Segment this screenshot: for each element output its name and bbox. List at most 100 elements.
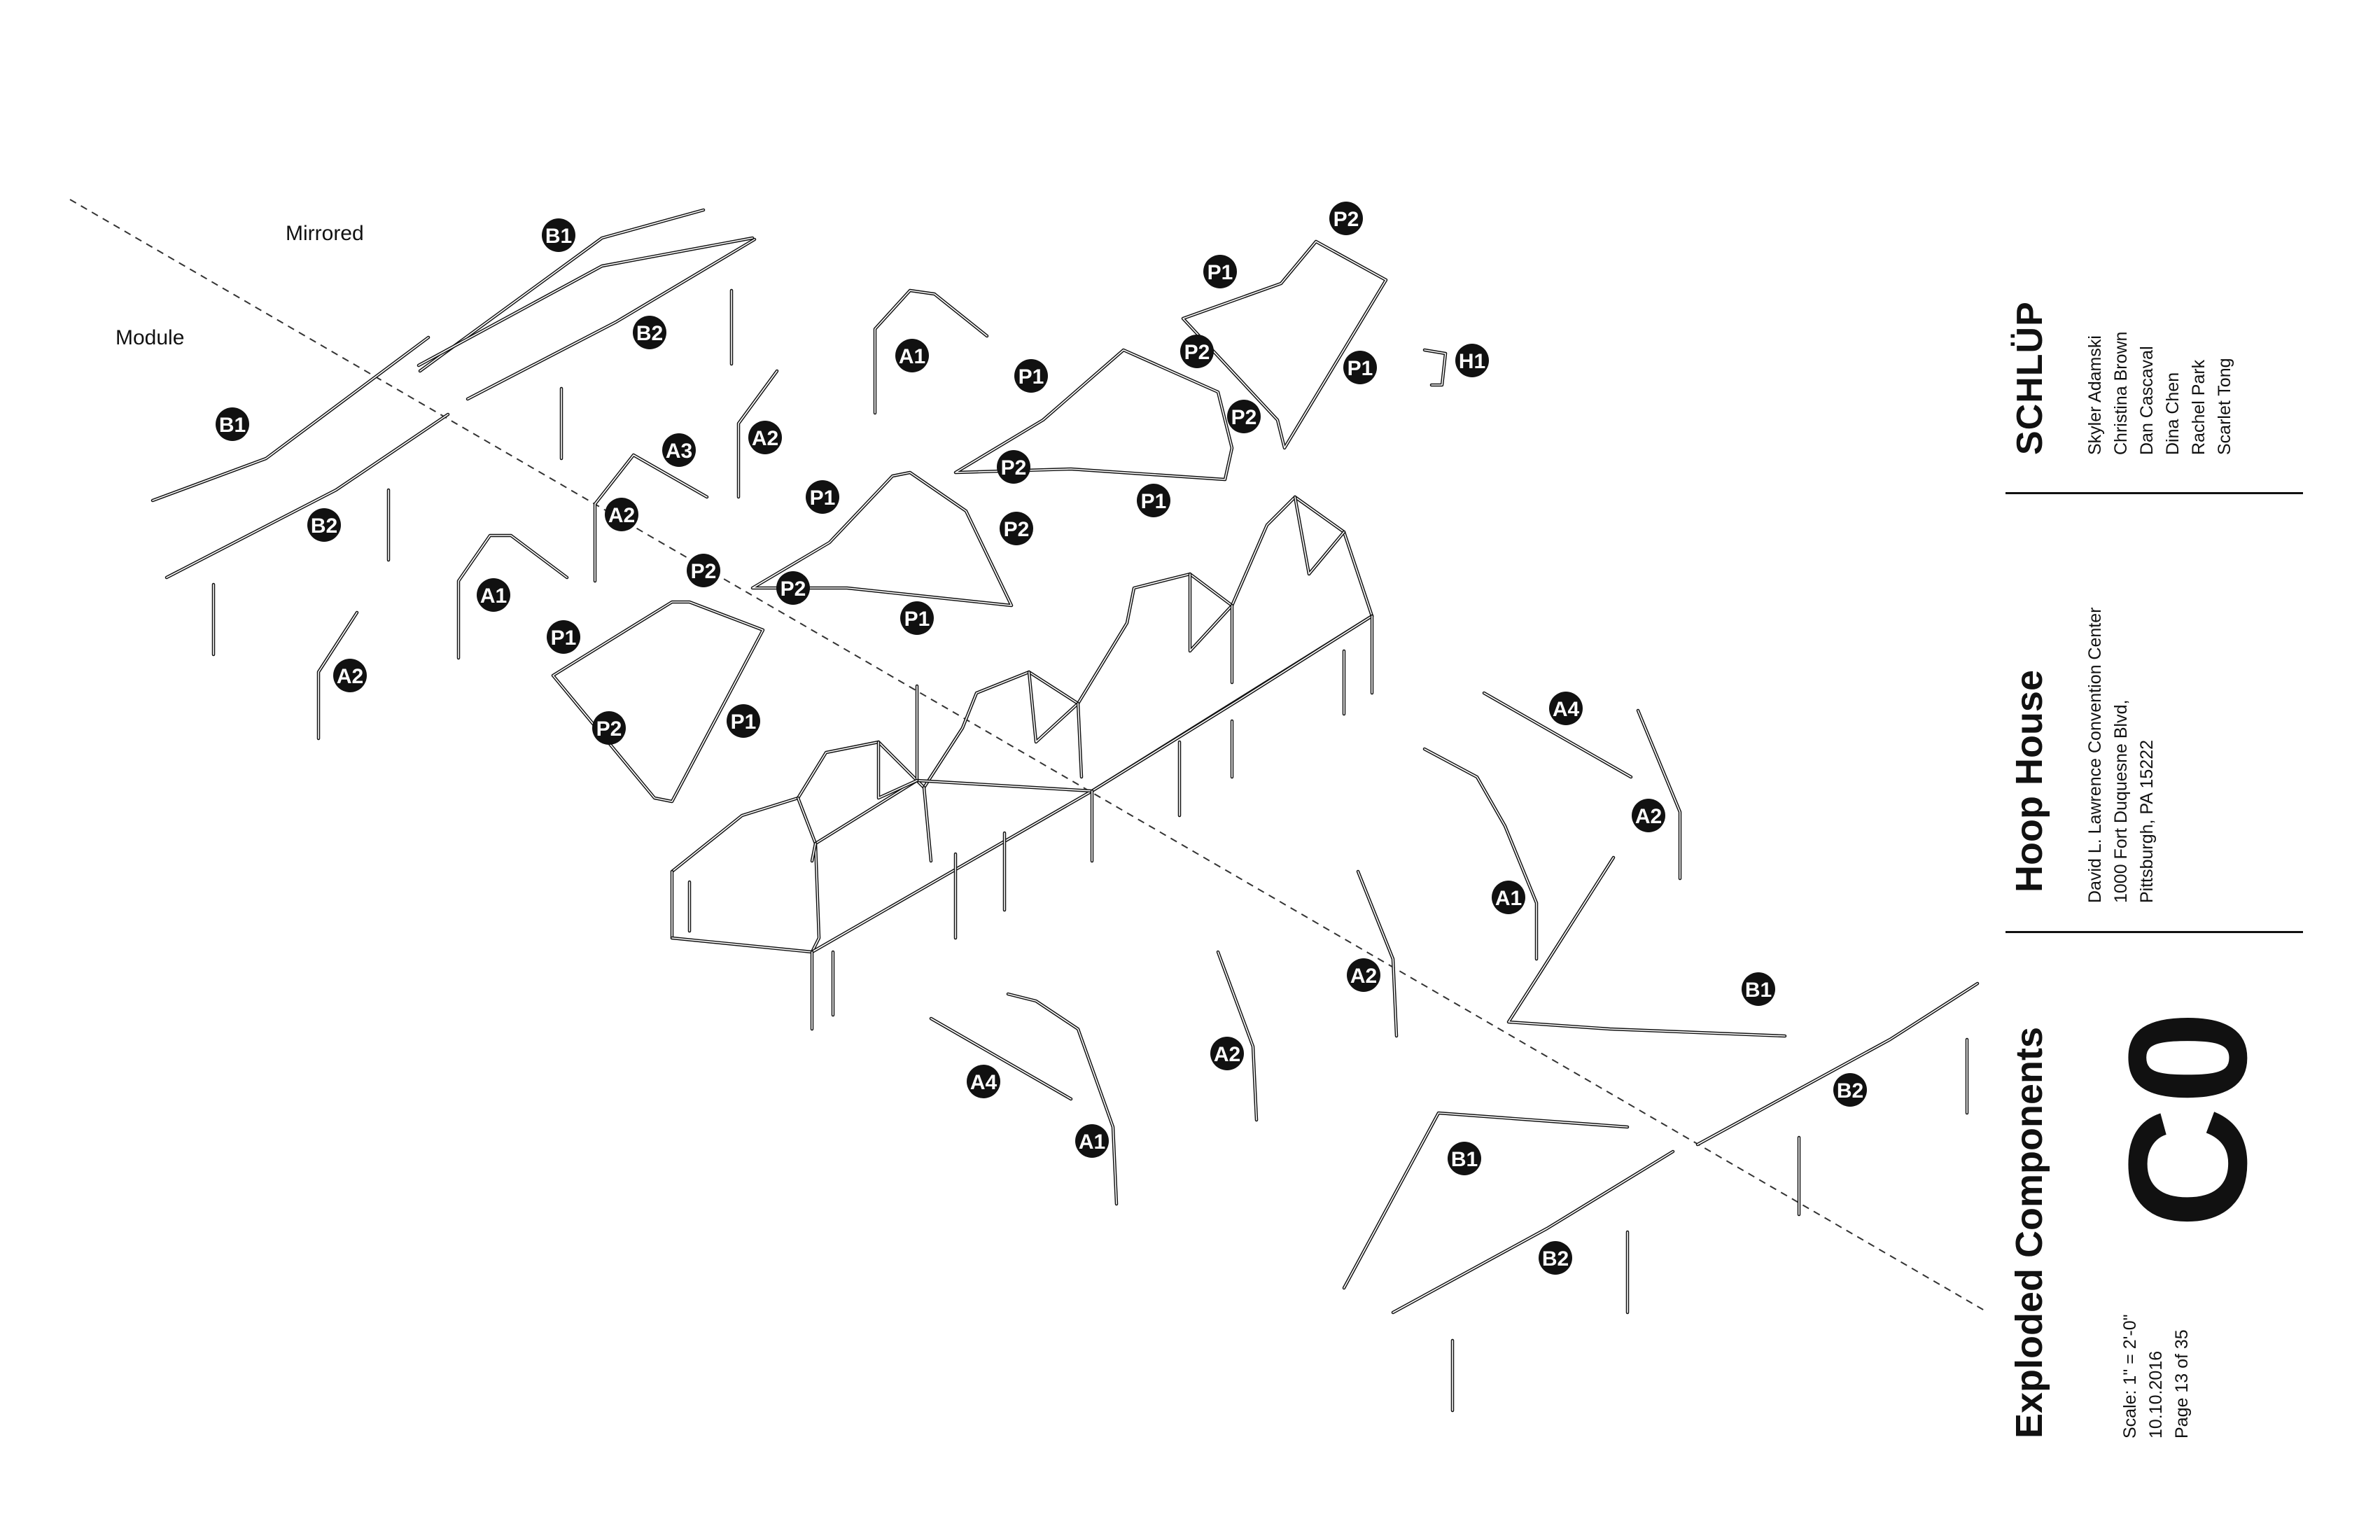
svg-text:P1: P1: [1348, 357, 1373, 380]
tag-a4: A4: [1549, 692, 1583, 725]
tag-a2: A2: [333, 659, 367, 692]
address-line: Pittsburgh, PA 15222: [2137, 739, 2157, 903]
svg-text:A4: A4: [970, 1071, 997, 1094]
member-name: Dan Cascaval: [2137, 346, 2157, 455]
beam-b2-lower: [1391, 1149, 1675, 1315]
tag-b2: B2: [633, 316, 666, 349]
svg-text:B2: B2: [311, 514, 337, 538]
member-name: Dina Chen: [2163, 372, 2183, 455]
tag-a2: A2: [605, 498, 638, 531]
svg-text:P2: P2: [691, 560, 717, 583]
member-name: Scarlet Tong: [2215, 358, 2234, 455]
svg-text:B2: B2: [1542, 1247, 1569, 1270]
svg-text:B2: B2: [636, 322, 663, 345]
svg-text:A1: A1: [1495, 887, 1522, 910]
svg-text:P2: P2: [780, 578, 806, 601]
sheet-page: Page 13 of 35: [2172, 1329, 2192, 1438]
svg-text:A2: A2: [608, 504, 635, 527]
tag-a2: A2: [1347, 958, 1380, 992]
svg-text:A3: A3: [666, 440, 692, 463]
member-name: Skyler Adamski: [2085, 335, 2105, 455]
tag-p1: P1: [806, 480, 839, 514]
tag-a2: A2: [748, 421, 782, 454]
sheet-scale: Scale: 1" = 2'-0": [2120, 1314, 2140, 1438]
arch-a1-lower: [1006, 992, 1119, 1206]
svg-text:P1: P1: [1018, 365, 1044, 388]
svg-text:P2: P2: [1001, 456, 1027, 479]
tag-b1: B1: [542, 218, 575, 252]
svg-text:P1: P1: [810, 486, 836, 510]
frame-p-left: [551, 600, 765, 804]
tag-b2: B2: [1539, 1241, 1572, 1275]
tag-p1: P1: [1343, 351, 1377, 384]
tag-p1: P1: [1137, 484, 1170, 517]
svg-text:A2: A2: [1214, 1043, 1240, 1066]
note-module: Module: [115, 326, 184, 349]
svg-text:P2: P2: [1004, 518, 1030, 541]
tag-b1: B1: [1742, 972, 1775, 1006]
beam-b2-upper: [416, 236, 755, 368]
mirror-axis-line: [69, 199, 1989, 1313]
tag-p1: P1: [727, 704, 760, 738]
firm-members: Skyler Adamski Christina Brown Dan Casca…: [2082, 332, 2238, 455]
beam-b2-left: [164, 412, 450, 580]
assembled-hoop-house: [670, 495, 1374, 1031]
svg-text:A1: A1: [1079, 1130, 1105, 1154]
tag-a4: A4: [967, 1065, 1000, 1098]
tag-a1: A1: [1075, 1124, 1109, 1158]
tag-a1: A1: [895, 339, 929, 372]
svg-text:A2: A2: [1635, 805, 1662, 828]
pipe-components: [150, 208, 1980, 1413]
sheet-info: Scale: 1" = 2'-0" 10.10.2016 Page 13 of …: [2118, 1315, 2195, 1438]
svg-text:A1: A1: [480, 584, 507, 608]
project-title: Hoop House: [2008, 670, 2050, 892]
beam-b1-left: [150, 335, 430, 503]
tag-p2: P2: [687, 554, 720, 587]
svg-text:P2: P2: [596, 718, 622, 741]
beam-b1-right: [1506, 855, 1787, 1038]
member-name: Rachel Park: [2189, 359, 2208, 455]
address-line: David L. Lawrence Convention Center: [2085, 607, 2105, 903]
svg-text:P1: P1: [551, 626, 577, 650]
tag-p2: P2: [1227, 400, 1261, 433]
svg-text:P1: P1: [904, 608, 930, 631]
tag-a1: A1: [1492, 881, 1525, 914]
tag-p1: P1: [1014, 359, 1048, 393]
tag-p2: P2: [776, 571, 810, 605]
tag-a2: A2: [1210, 1037, 1244, 1070]
tag-b2: B2: [1833, 1073, 1867, 1107]
note-mirrored: Mirrored: [286, 222, 364, 245]
svg-text:A4: A4: [1553, 698, 1580, 721]
tag-b2: B2: [307, 508, 341, 542]
tag-p2: P2: [1329, 202, 1363, 235]
svg-text:A2: A2: [752, 427, 778, 450]
tag-p2: P2: [1180, 335, 1214, 368]
svg-text:P1: P1: [1208, 261, 1233, 284]
tag-p1: P1: [1203, 255, 1237, 288]
svg-text:P1: P1: [1141, 490, 1167, 513]
tag-p1: P1: [900, 601, 934, 635]
arch-a1-right: [1422, 747, 1539, 961]
beam-b2-right: [1695, 981, 1980, 1147]
sheet-code: C0: [2094, 1008, 2281, 1228]
arch-a2-lower: [1216, 950, 1259, 1122]
tag-p2: P2: [997, 450, 1030, 484]
tag-h1: H1: [1455, 344, 1489, 377]
rule-middle: [2005, 931, 2303, 933]
arch-a1-top: [873, 288, 989, 415]
svg-text:H1: H1: [1459, 350, 1485, 373]
project-address: David L. Lawrence Convention Center 1000…: [2082, 608, 2160, 903]
arch-a2-right: [1636, 708, 1682, 881]
tag-p2: P2: [1000, 512, 1033, 545]
tag-p1: P1: [547, 620, 580, 654]
svg-text:B1: B1: [1745, 979, 1772, 1002]
tag-a1: A1: [477, 578, 510, 612]
firm-name: SCHLÜP: [2010, 301, 2050, 455]
svg-text:P2: P2: [1231, 406, 1257, 429]
sheet-title: Exploded Components: [2008, 1026, 2050, 1438]
address-line: 1000 Fort Duquesne Blvd,: [2111, 699, 2131, 903]
component-tags: B1 B2 B1 B2 A1 A2 A3 A2 A1 A2 P1 P2 P1 P…: [216, 202, 1867, 1275]
tag-b1: B1: [216, 407, 249, 441]
svg-text:P1: P1: [731, 710, 757, 734]
svg-text:P2: P2: [1334, 208, 1359, 231]
